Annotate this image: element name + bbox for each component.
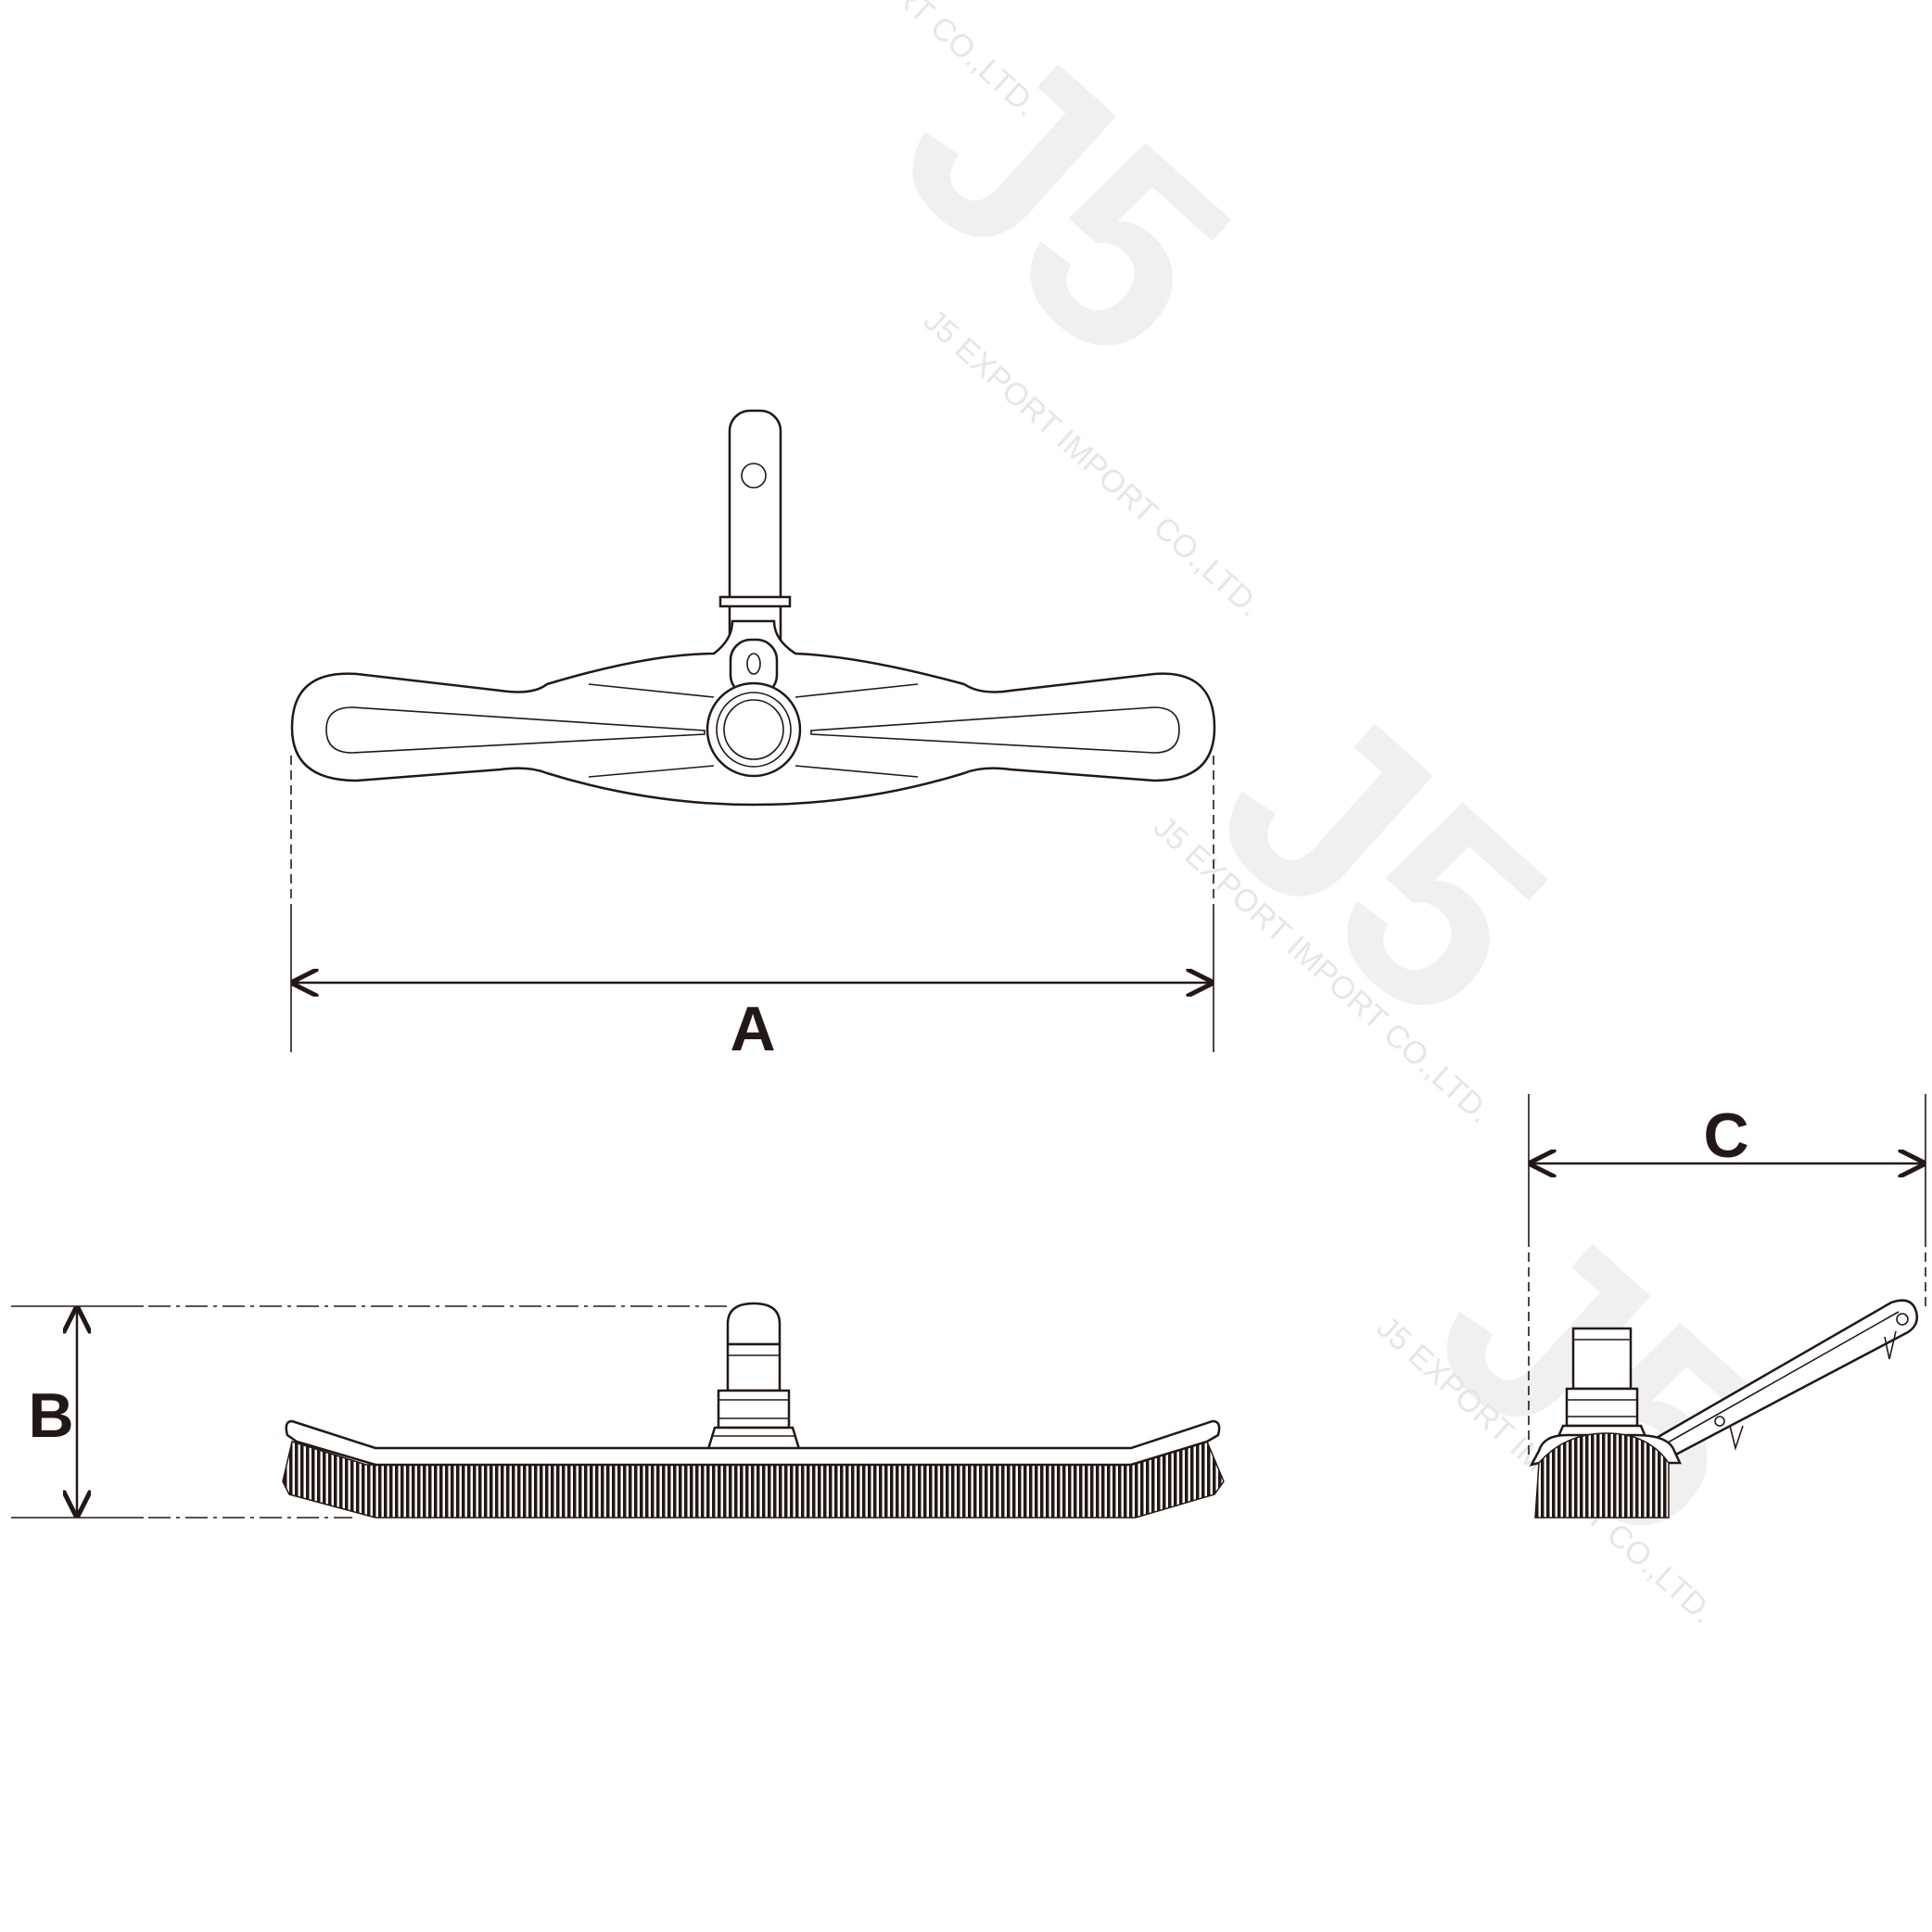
dimension-a: A [290,756,1214,1064]
side-bristles [1534,1432,1670,1519]
dimension-a-label: A [730,994,775,1064]
rib-line [794,765,919,778]
rib-line [588,683,715,698]
connector-collar [717,1389,791,1430]
side-handle-hole-icon [1896,1313,1909,1326]
side-handle [1653,1299,1918,1459]
hub-inner [723,699,784,760]
hub-outer [705,681,802,778]
watermark: J5 J5 J5 J5 J5 EXPORT IMPORT CO.,LTD. J5… [693,0,1820,1631]
rib-line [794,683,919,698]
side-connector-collar [1565,1387,1639,1428]
right-slot [810,706,1180,754]
side-clip [1884,1330,1897,1360]
side-view [1529,1299,1918,1519]
side-pivot-icon [1714,1416,1725,1427]
connector-neck [726,1342,782,1392]
dimension-b-label: B [28,1380,73,1451]
connector-cap [726,1302,782,1346]
front-brush-body [285,1419,1221,1467]
dimension-c-label: C [1703,1100,1748,1171]
side-connector-top [1571,1327,1633,1391]
left-slot [325,706,705,754]
rib-line [588,765,715,778]
top-view [290,409,1216,807]
hub-mid [716,692,792,768]
connector-base [706,1426,801,1451]
front-view [282,1302,1225,1519]
dimension-b: B [11,1305,728,1519]
watermark-logo: J5 [847,0,1286,419]
bracket-pin [718,595,792,608]
pivot-slot [746,653,761,675]
side-clip [1729,1425,1744,1451]
bracket-hole-icon [741,463,767,489]
dimension-c: C [1528,1094,1926,1460]
